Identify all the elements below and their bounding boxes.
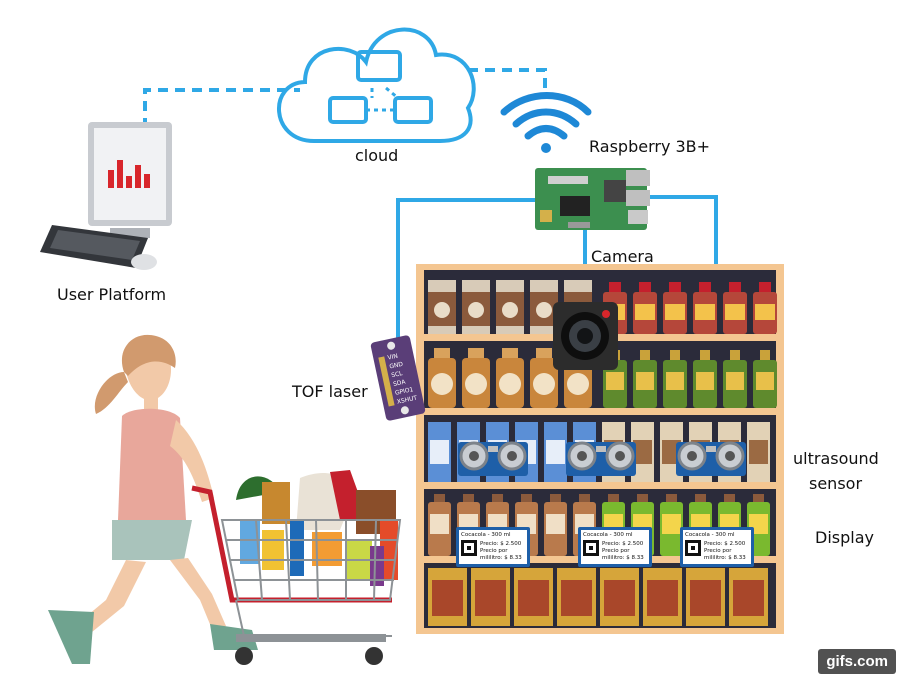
price-tag-line2: Precio: $ 2.500 [602, 541, 644, 547]
price-tag-line2: Precio: $ 2.500 [704, 541, 746, 547]
drink-carton [428, 422, 451, 482]
ultrasound-label-line1: ultrasound [793, 449, 879, 468]
sauce-bottle [633, 282, 657, 334]
network-links [143, 68, 547, 128]
shopping-cart-illustration [191, 470, 402, 665]
drink-carton [544, 422, 567, 482]
product-box [643, 568, 682, 626]
drink-carton [747, 422, 770, 482]
coffee-bottle [428, 348, 456, 408]
price-tag-line4: mililitro: $ 8.33 [480, 555, 522, 561]
shopper-illustration [48, 334, 258, 664]
milk-carton [428, 280, 456, 334]
price-tag-line3: Precio por [480, 548, 508, 554]
raspberry-pi-board [535, 168, 650, 230]
tof-pin-label: SCL [391, 370, 404, 379]
tof-pin-label: XSHUT [396, 394, 418, 405]
product-box [600, 568, 639, 626]
product-box [471, 568, 510, 626]
tof-pin-label: GND [389, 361, 404, 371]
cloud-icon [277, 27, 476, 143]
coffee-bottle [530, 348, 558, 408]
sauce-bottle [663, 282, 687, 334]
milk-carton [496, 280, 524, 334]
price-tag-line1: Cocacola - 300 ml [685, 532, 735, 538]
ultrasound-label-line2: sensor [809, 474, 863, 493]
wifi-icon [500, 92, 592, 153]
price-tag-line2: Precio: $ 2.500 [480, 541, 522, 547]
ultrasound-sensors [458, 441, 746, 476]
product-box [514, 568, 553, 626]
price-tag-line4: mililitro: $ 8.33 [602, 555, 644, 561]
tof-pin-label: VIN [387, 353, 399, 362]
green-bottle [753, 350, 777, 408]
cloud-label: cloud [355, 146, 399, 165]
sauce-bottle [753, 282, 777, 334]
camera-label: Camera [591, 247, 654, 266]
price-tag-line3: Precio por [704, 548, 732, 554]
product-box [686, 568, 725, 626]
juice-bottle [544, 494, 567, 556]
computer-icon [40, 122, 172, 270]
green-bottle [663, 350, 687, 408]
juice-bottle [660, 494, 683, 556]
ultrasound-sensor [676, 441, 746, 476]
price-tag-line1: Cocacola - 300 ml [583, 532, 633, 538]
sauce-bottle [723, 282, 747, 334]
display-label: Display [815, 528, 874, 547]
user-platform-label: User Platform [57, 285, 167, 304]
watermark-logo: gifs.com [818, 649, 896, 674]
coffee-bottle [462, 348, 490, 408]
price-tag-line1: Cocacola - 300 ml [461, 532, 511, 538]
product-box [557, 568, 596, 626]
green-bottle [723, 350, 747, 408]
juice-bottle [428, 494, 451, 556]
tof-pin-label: SDA [393, 378, 407, 388]
green-bottle [633, 350, 657, 408]
sauce-bottle [693, 282, 717, 334]
green-bottle [693, 350, 717, 408]
milk-carton [462, 280, 490, 334]
tof-laser-label: TOF laser [292, 382, 368, 401]
price-tag-line4: mililitro: $ 8.33 [704, 555, 746, 561]
drink-carton [631, 422, 654, 482]
raspberry-label: Raspberry 3B+ [589, 137, 711, 156]
coffee-bottle [496, 348, 524, 408]
price-tag-line3: Precio por [602, 548, 630, 554]
tof-pin-label: GPIO1 [394, 386, 414, 397]
product-box [428, 568, 467, 626]
product-box [729, 568, 768, 626]
camera-module [553, 302, 618, 370]
ultrasound-sensor [566, 441, 636, 476]
ultrasound-sensor [458, 441, 528, 476]
